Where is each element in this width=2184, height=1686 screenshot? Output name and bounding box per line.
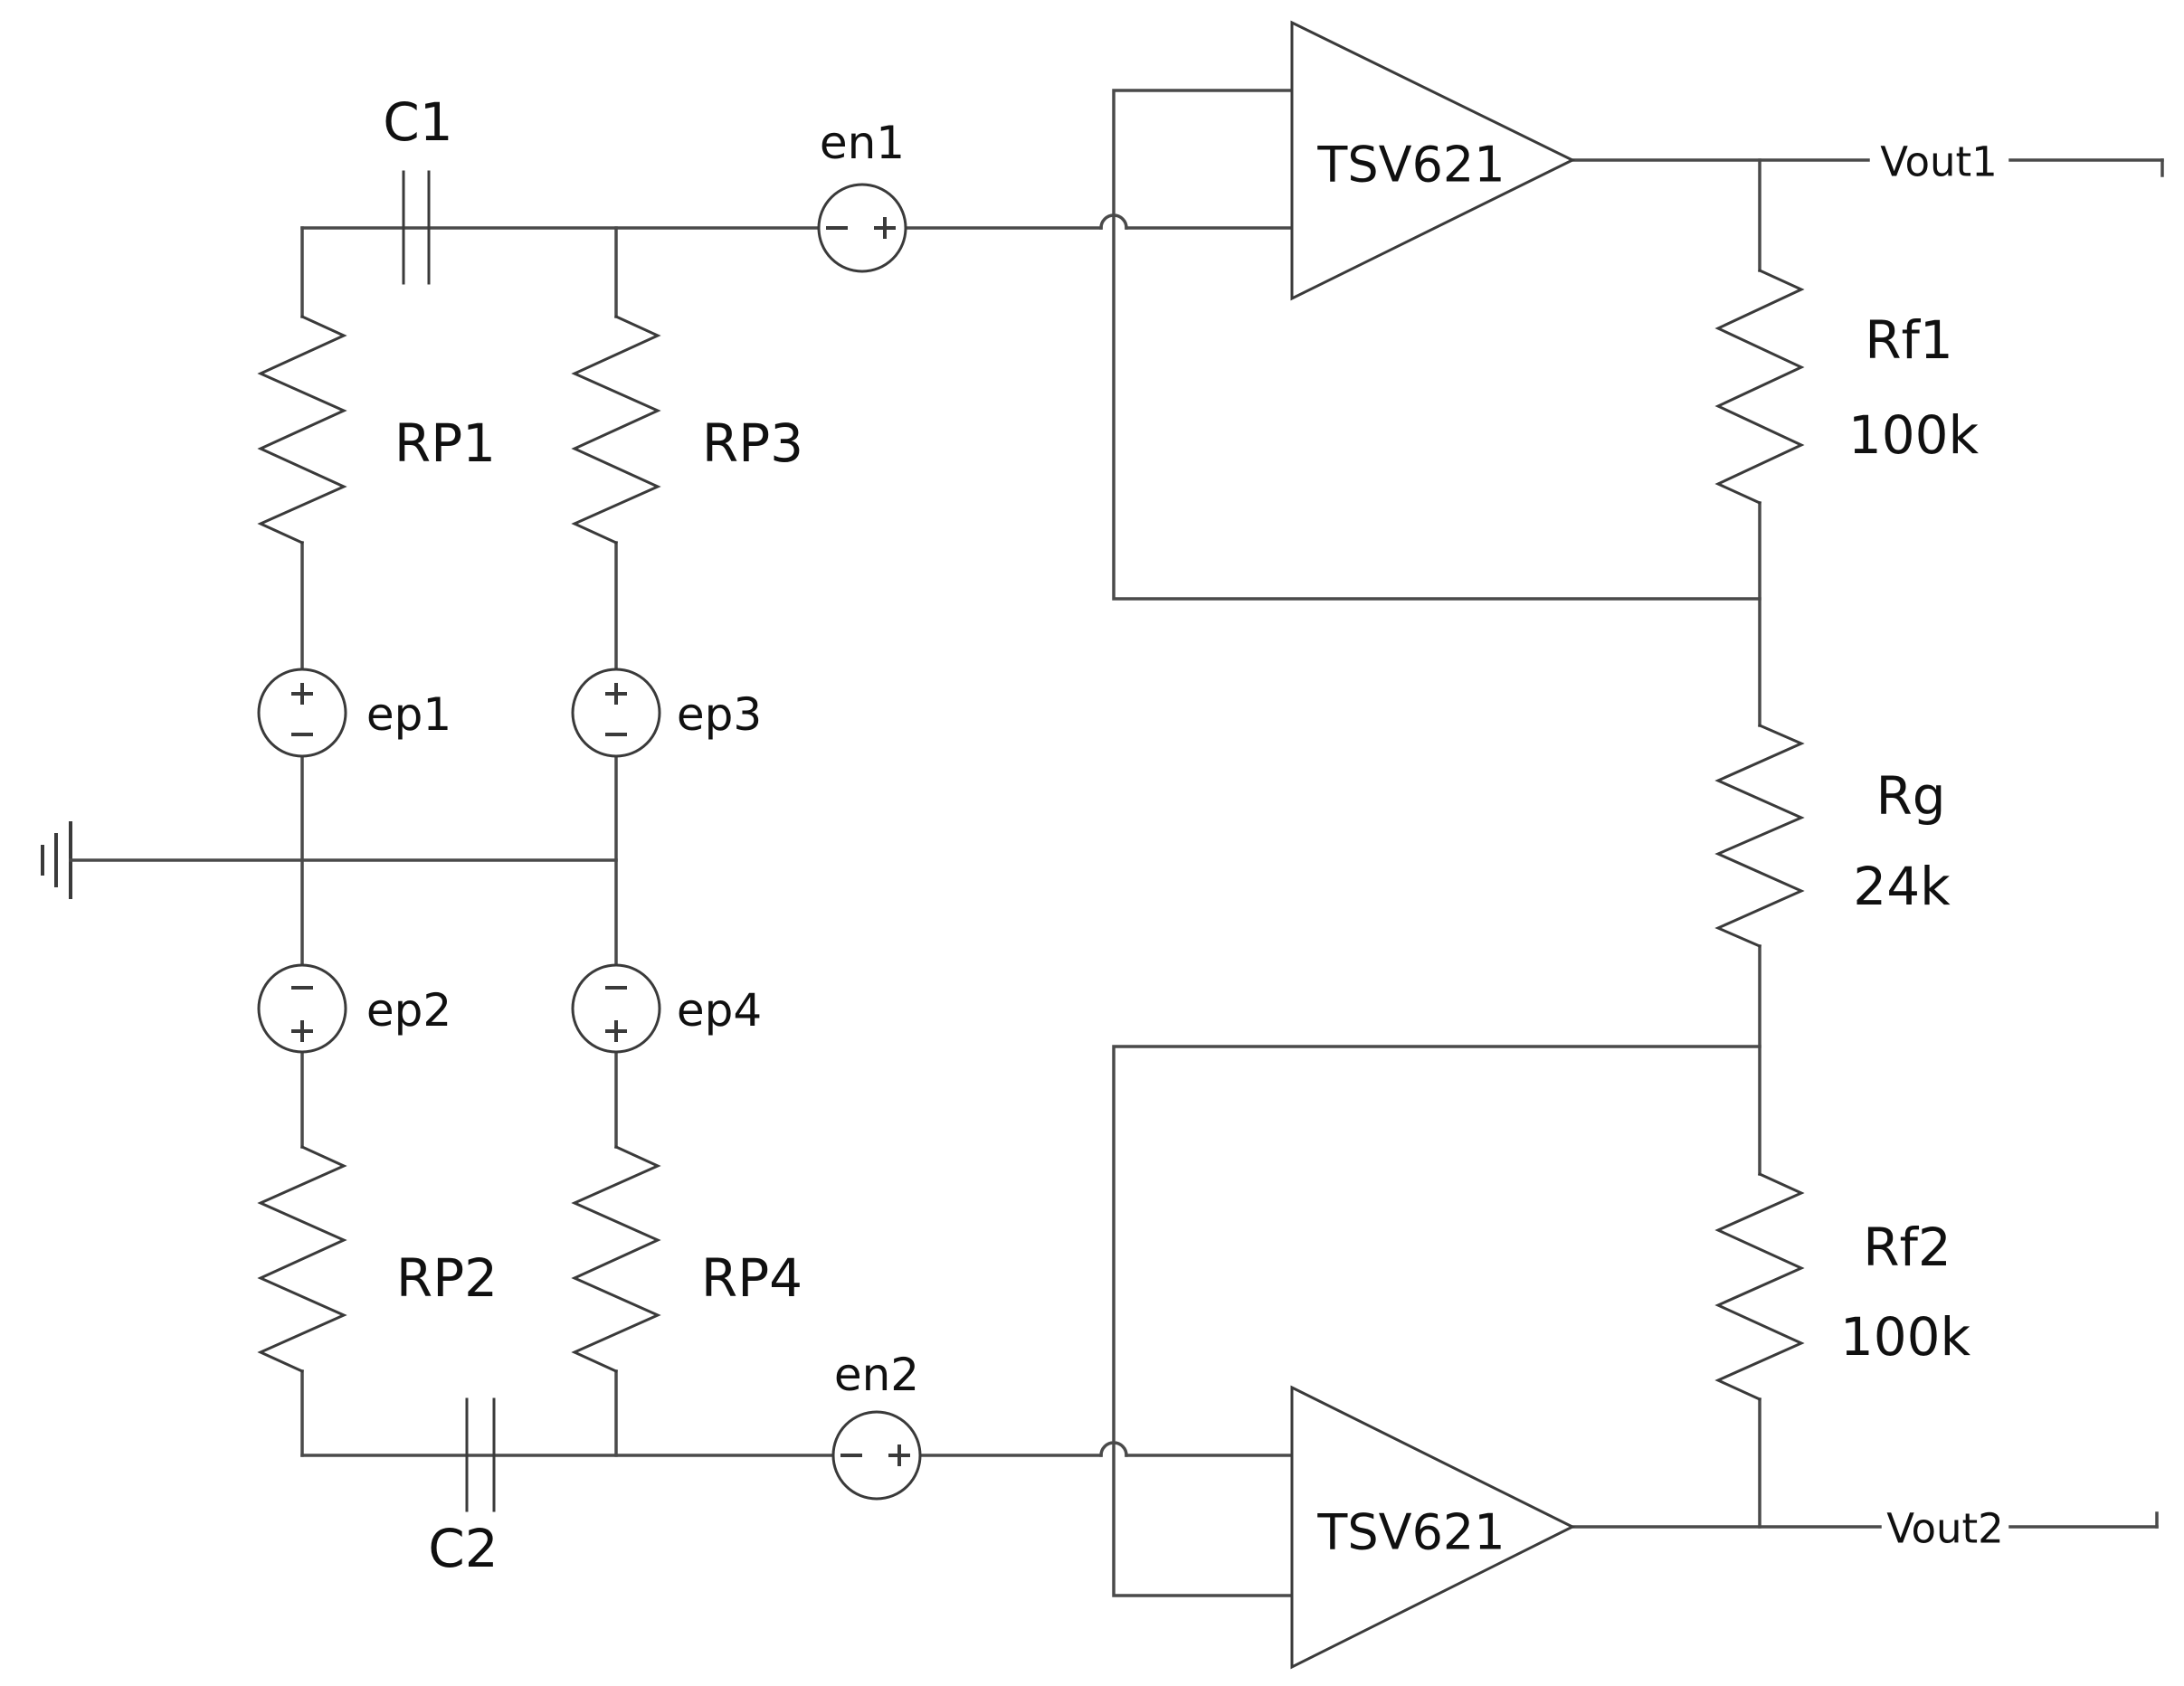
rp2-zigzag xyxy=(257,1145,347,1373)
ep3-circle xyxy=(571,668,661,758)
c2-label: C2 xyxy=(428,1518,498,1579)
rp2-label: RP2 xyxy=(396,1247,498,1309)
resistor-rg: Rg 24k xyxy=(1714,724,1951,948)
resistor-rp1: RP1 xyxy=(257,315,496,545)
capacitor-c2: C2 xyxy=(428,1397,499,1579)
rf1-label: Rf1 xyxy=(1865,309,1953,371)
resistor-rp3: RP3 xyxy=(571,315,803,545)
rf1-zigzag xyxy=(1714,269,1805,505)
rg-value: 24k xyxy=(1853,856,1951,917)
source-en1: en1 xyxy=(817,117,907,273)
opamp1-label: TSV621 xyxy=(1316,137,1505,194)
ep2-label: ep2 xyxy=(366,984,451,1037)
rp3-zigzag xyxy=(571,315,661,545)
source-ep1: ep1 xyxy=(257,668,451,758)
ep1-label: ep1 xyxy=(366,688,451,741)
opamp1: TSV621 xyxy=(1290,20,1576,301)
ground-symbol xyxy=(41,821,72,899)
source-ep4: ep4 xyxy=(571,963,762,1054)
wires xyxy=(69,89,2164,1597)
rf2-label: Rf2 xyxy=(1863,1217,1951,1278)
en2-circle xyxy=(831,1410,922,1501)
ep4-circle xyxy=(571,963,661,1054)
rf1-value: 100k xyxy=(1848,404,1980,466)
ep3-label: ep3 xyxy=(677,688,762,741)
source-ep3: ep3 xyxy=(571,668,762,758)
capacitor-c1: C1 xyxy=(383,91,453,285)
opamp1-feedback-wire xyxy=(1112,89,1761,601)
ep2-circle xyxy=(257,963,347,1054)
rg-label: Rg xyxy=(1875,765,1945,827)
opamp2: TSV621 xyxy=(1290,1385,1576,1670)
rf2-zigzag xyxy=(1714,1172,1805,1401)
c1-label: C1 xyxy=(383,91,452,153)
rp1-label: RP1 xyxy=(394,412,496,474)
opamp1-triangle xyxy=(1290,20,1576,301)
ep1-circle xyxy=(257,668,347,758)
vout2-label: Vout2 xyxy=(1886,1505,2004,1553)
opamp2-triangle xyxy=(1290,1385,1576,1670)
source-en2: en2 xyxy=(831,1349,922,1501)
en2-label: en2 xyxy=(834,1349,919,1401)
opamp2-label: TSV621 xyxy=(1316,1504,1505,1561)
opamp2-feedback-wire xyxy=(1112,1045,1761,1597)
en1-circle xyxy=(817,183,907,273)
rp1-zigzag xyxy=(257,315,347,545)
source-ep2: ep2 xyxy=(257,963,451,1054)
rp4-label: RP4 xyxy=(701,1247,802,1309)
rp3-label: RP3 xyxy=(702,412,803,474)
vout1-label: Vout1 xyxy=(1880,138,1998,186)
resistor-rp2: RP2 xyxy=(257,1145,498,1373)
resistor-rf1: Rf1 100k xyxy=(1714,269,1980,505)
resistor-rp4: RP4 xyxy=(571,1145,802,1373)
rp4-zigzag xyxy=(571,1145,661,1373)
resistor-rf2: Rf2 100k xyxy=(1714,1172,1971,1401)
en1-label: en1 xyxy=(820,117,905,169)
ep4-label: ep4 xyxy=(677,984,762,1037)
rf2-value: 100k xyxy=(1840,1306,1971,1368)
rg-zigzag xyxy=(1714,724,1805,948)
